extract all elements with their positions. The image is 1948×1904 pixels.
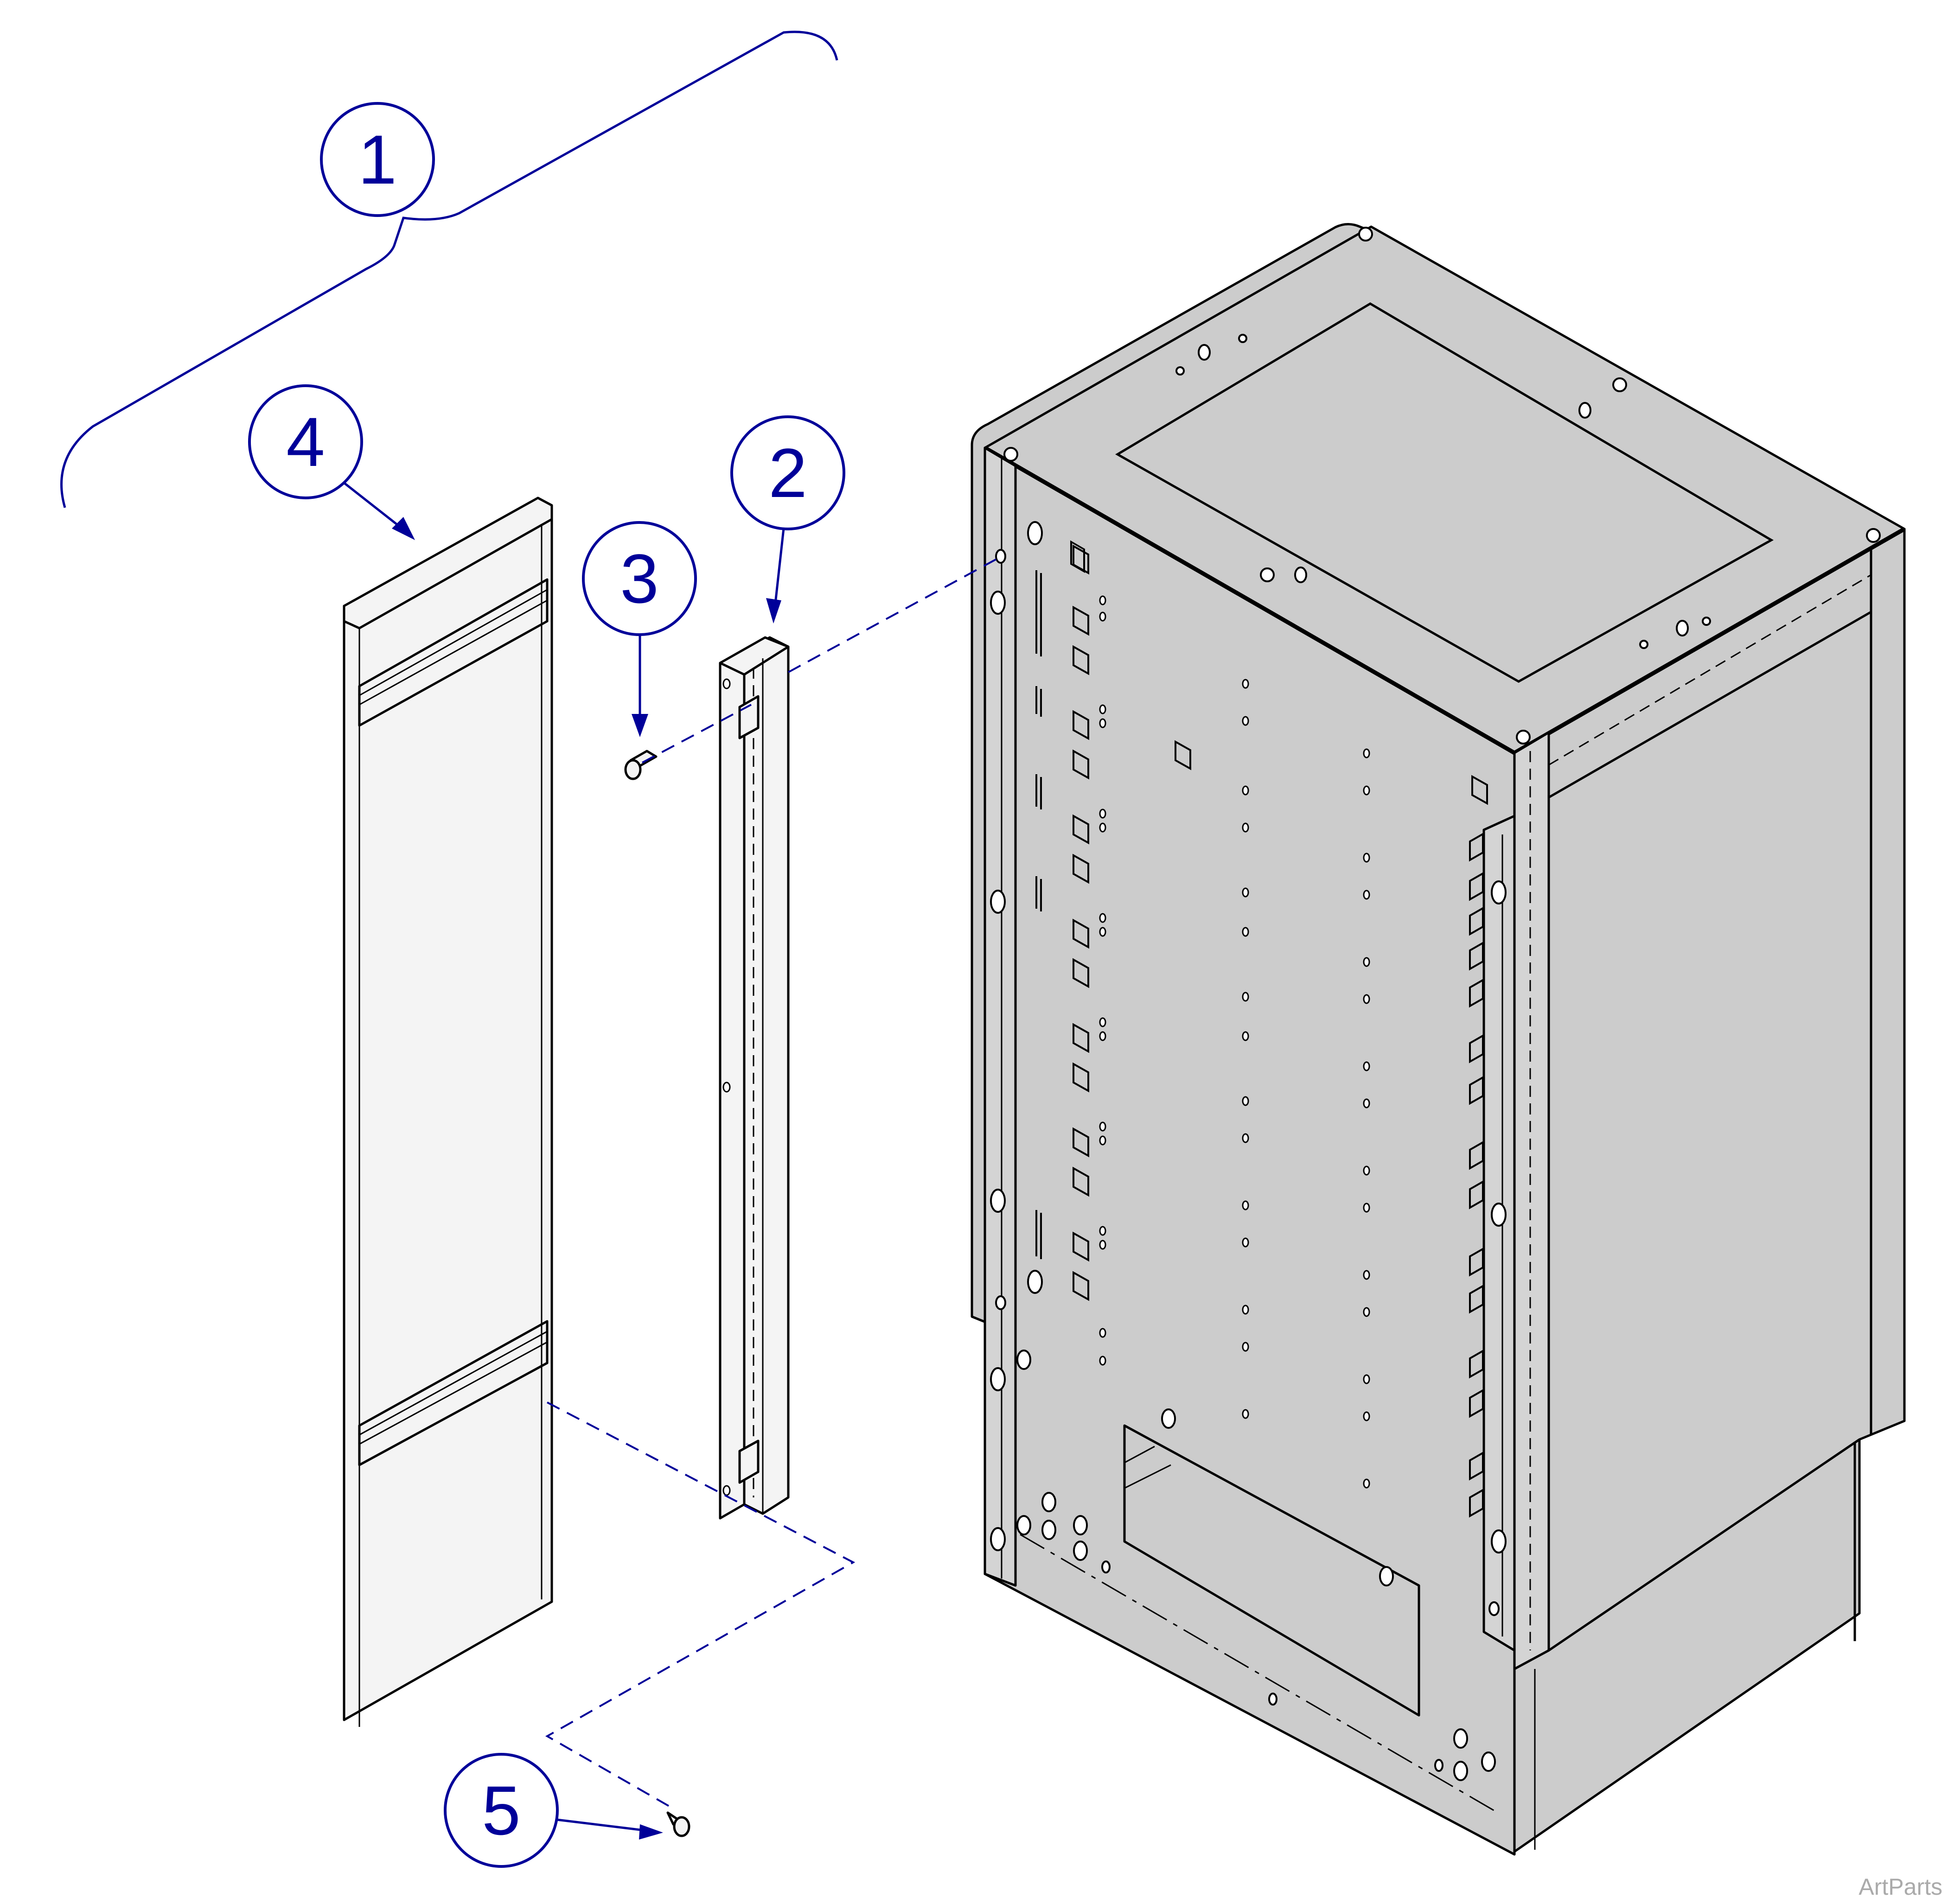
callout-5: 5 — [444, 1753, 559, 1868]
side-panel — [343, 497, 553, 1727]
callout-1-brace — [60, 31, 838, 508]
leader-arrows — [342, 481, 785, 1840]
panel-screw — [666, 1811, 690, 1837]
cabinet-enclosure — [971, 223, 1906, 1856]
callout-2: 2 — [730, 415, 845, 530]
alignment-lines — [545, 555, 1002, 1809]
callout-number-5: 5 — [482, 1771, 520, 1849]
vertical-channel-bracket — [719, 636, 790, 1520]
callout-number-1: 1 — [358, 121, 396, 198]
watermark-label: ArtParts — [1859, 1874, 1942, 1900]
bracket-screw — [624, 750, 658, 780]
callout-1: 1 — [320, 102, 435, 217]
callout-number-3: 3 — [620, 540, 658, 618]
callout-number-2: 2 — [768, 434, 807, 512]
callout-4: 4 — [248, 384, 363, 499]
callout-number-4: 4 — [286, 403, 325, 481]
callout-3: 3 — [582, 521, 697, 636]
